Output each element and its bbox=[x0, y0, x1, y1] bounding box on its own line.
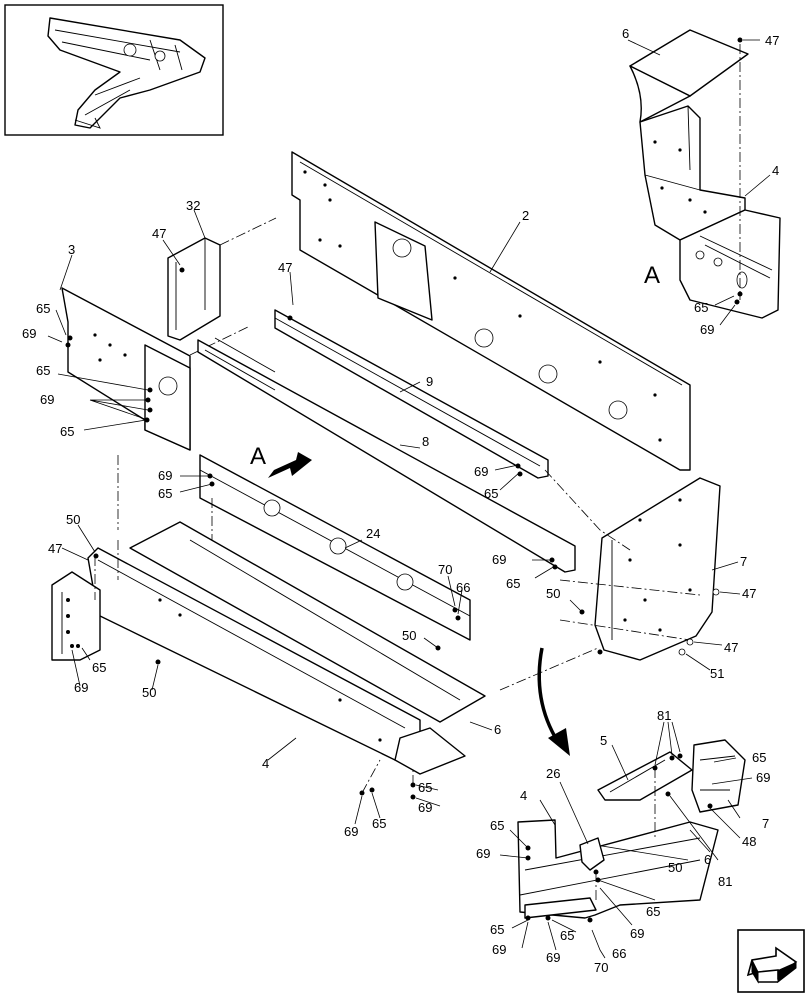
callout-70: 70 bbox=[438, 562, 452, 577]
callout-65: 65 bbox=[490, 922, 504, 937]
view-label-a: A bbox=[250, 443, 266, 470]
callout-69: 69 bbox=[700, 322, 714, 337]
callout-69: 69 bbox=[74, 680, 88, 695]
callout-69: 69 bbox=[344, 824, 358, 839]
callout-65: 65 bbox=[694, 300, 708, 315]
callout-2: 2 bbox=[522, 208, 529, 223]
callout-66: 66 bbox=[612, 946, 626, 961]
callout-47: 47 bbox=[742, 586, 756, 601]
callout-26: 26 bbox=[546, 766, 560, 781]
callout-65: 65 bbox=[36, 363, 50, 378]
callout-65: 65 bbox=[484, 486, 498, 501]
callout-69: 69 bbox=[630, 926, 644, 941]
callout-7: 7 bbox=[740, 554, 747, 569]
next-page-arrow-icon[interactable] bbox=[737, 929, 805, 993]
callout-48: 48 bbox=[742, 834, 756, 849]
part-6-floor-plate bbox=[129, 521, 493, 731]
callout-69: 69 bbox=[474, 464, 488, 479]
callout-65: 65 bbox=[92, 660, 106, 675]
callout-50: 50 bbox=[546, 586, 560, 601]
assembly-thumbnail-icon bbox=[4, 4, 224, 136]
callout-65: 65 bbox=[560, 928, 574, 943]
callout-81: 81 bbox=[657, 708, 671, 723]
view-direction-arrow-icon bbox=[268, 452, 312, 478]
view-label-a: A bbox=[644, 262, 660, 289]
part-2-rear-panel bbox=[291, 151, 691, 471]
callout-65: 65 bbox=[752, 750, 766, 765]
callout-50: 50 bbox=[402, 628, 416, 643]
callout-69: 69 bbox=[418, 800, 432, 815]
callout-69: 69 bbox=[756, 770, 770, 785]
callout-69: 69 bbox=[546, 950, 560, 965]
callout-32: 32 bbox=[186, 198, 200, 213]
callout-4: 4 bbox=[520, 788, 527, 803]
callout-65: 65 bbox=[646, 904, 660, 919]
view-a-detail bbox=[627, 29, 781, 326]
callout-81: 81 bbox=[718, 874, 732, 889]
callout-69: 69 bbox=[158, 468, 172, 483]
part-9-rail bbox=[274, 271, 549, 491]
detail-callout-arrow-icon bbox=[537, 647, 570, 756]
callout-69: 69 bbox=[476, 846, 490, 861]
callout-65: 65 bbox=[60, 424, 74, 439]
callout-50: 50 bbox=[142, 685, 156, 700]
part-3-end-panel bbox=[47, 254, 251, 530]
callout-65: 65 bbox=[158, 486, 172, 501]
callout-65: 65 bbox=[490, 818, 504, 833]
callout-66: 66 bbox=[456, 580, 470, 595]
callout-65: 65 bbox=[36, 301, 50, 316]
callout-70: 70 bbox=[594, 960, 608, 975]
callout-47: 47 bbox=[48, 541, 62, 556]
callout-65: 65 bbox=[418, 780, 432, 795]
callout-7: 7 bbox=[762, 816, 769, 831]
callout-47: 47 bbox=[765, 33, 779, 48]
callout-6: 6 bbox=[704, 852, 711, 867]
part-32-bracket bbox=[162, 209, 277, 341]
part-4-trough bbox=[51, 524, 466, 775]
callout-47: 47 bbox=[152, 226, 166, 241]
callout-6: 6 bbox=[494, 722, 501, 737]
callout-65: 65 bbox=[372, 816, 386, 831]
callout-47: 47 bbox=[724, 640, 738, 655]
callout-5: 5 bbox=[600, 733, 607, 748]
part-8-channel bbox=[197, 337, 576, 579]
callout-69: 69 bbox=[492, 552, 506, 567]
callout-51: 51 bbox=[710, 666, 724, 681]
callout-3: 3 bbox=[68, 242, 75, 257]
callout-47: 47 bbox=[278, 260, 292, 275]
part-24-panel bbox=[179, 454, 471, 641]
callout-4: 4 bbox=[772, 163, 779, 178]
part-7-end-panel bbox=[499, 469, 741, 691]
lower-detail-view bbox=[499, 721, 753, 959]
callout-8: 8 bbox=[422, 434, 429, 449]
callout-4: 4 bbox=[262, 756, 269, 771]
lower-fasteners bbox=[354, 759, 441, 825]
callout-50: 50 bbox=[66, 512, 80, 527]
callout-69: 69 bbox=[40, 392, 54, 407]
callout-50: 50 bbox=[668, 860, 682, 875]
callout-65: 65 bbox=[506, 576, 520, 591]
callout-69: 69 bbox=[22, 326, 36, 341]
callout-69: 69 bbox=[492, 942, 506, 957]
callout-24: 24 bbox=[366, 526, 380, 541]
callout-9: 9 bbox=[426, 374, 433, 389]
callout-6: 6 bbox=[622, 26, 629, 41]
